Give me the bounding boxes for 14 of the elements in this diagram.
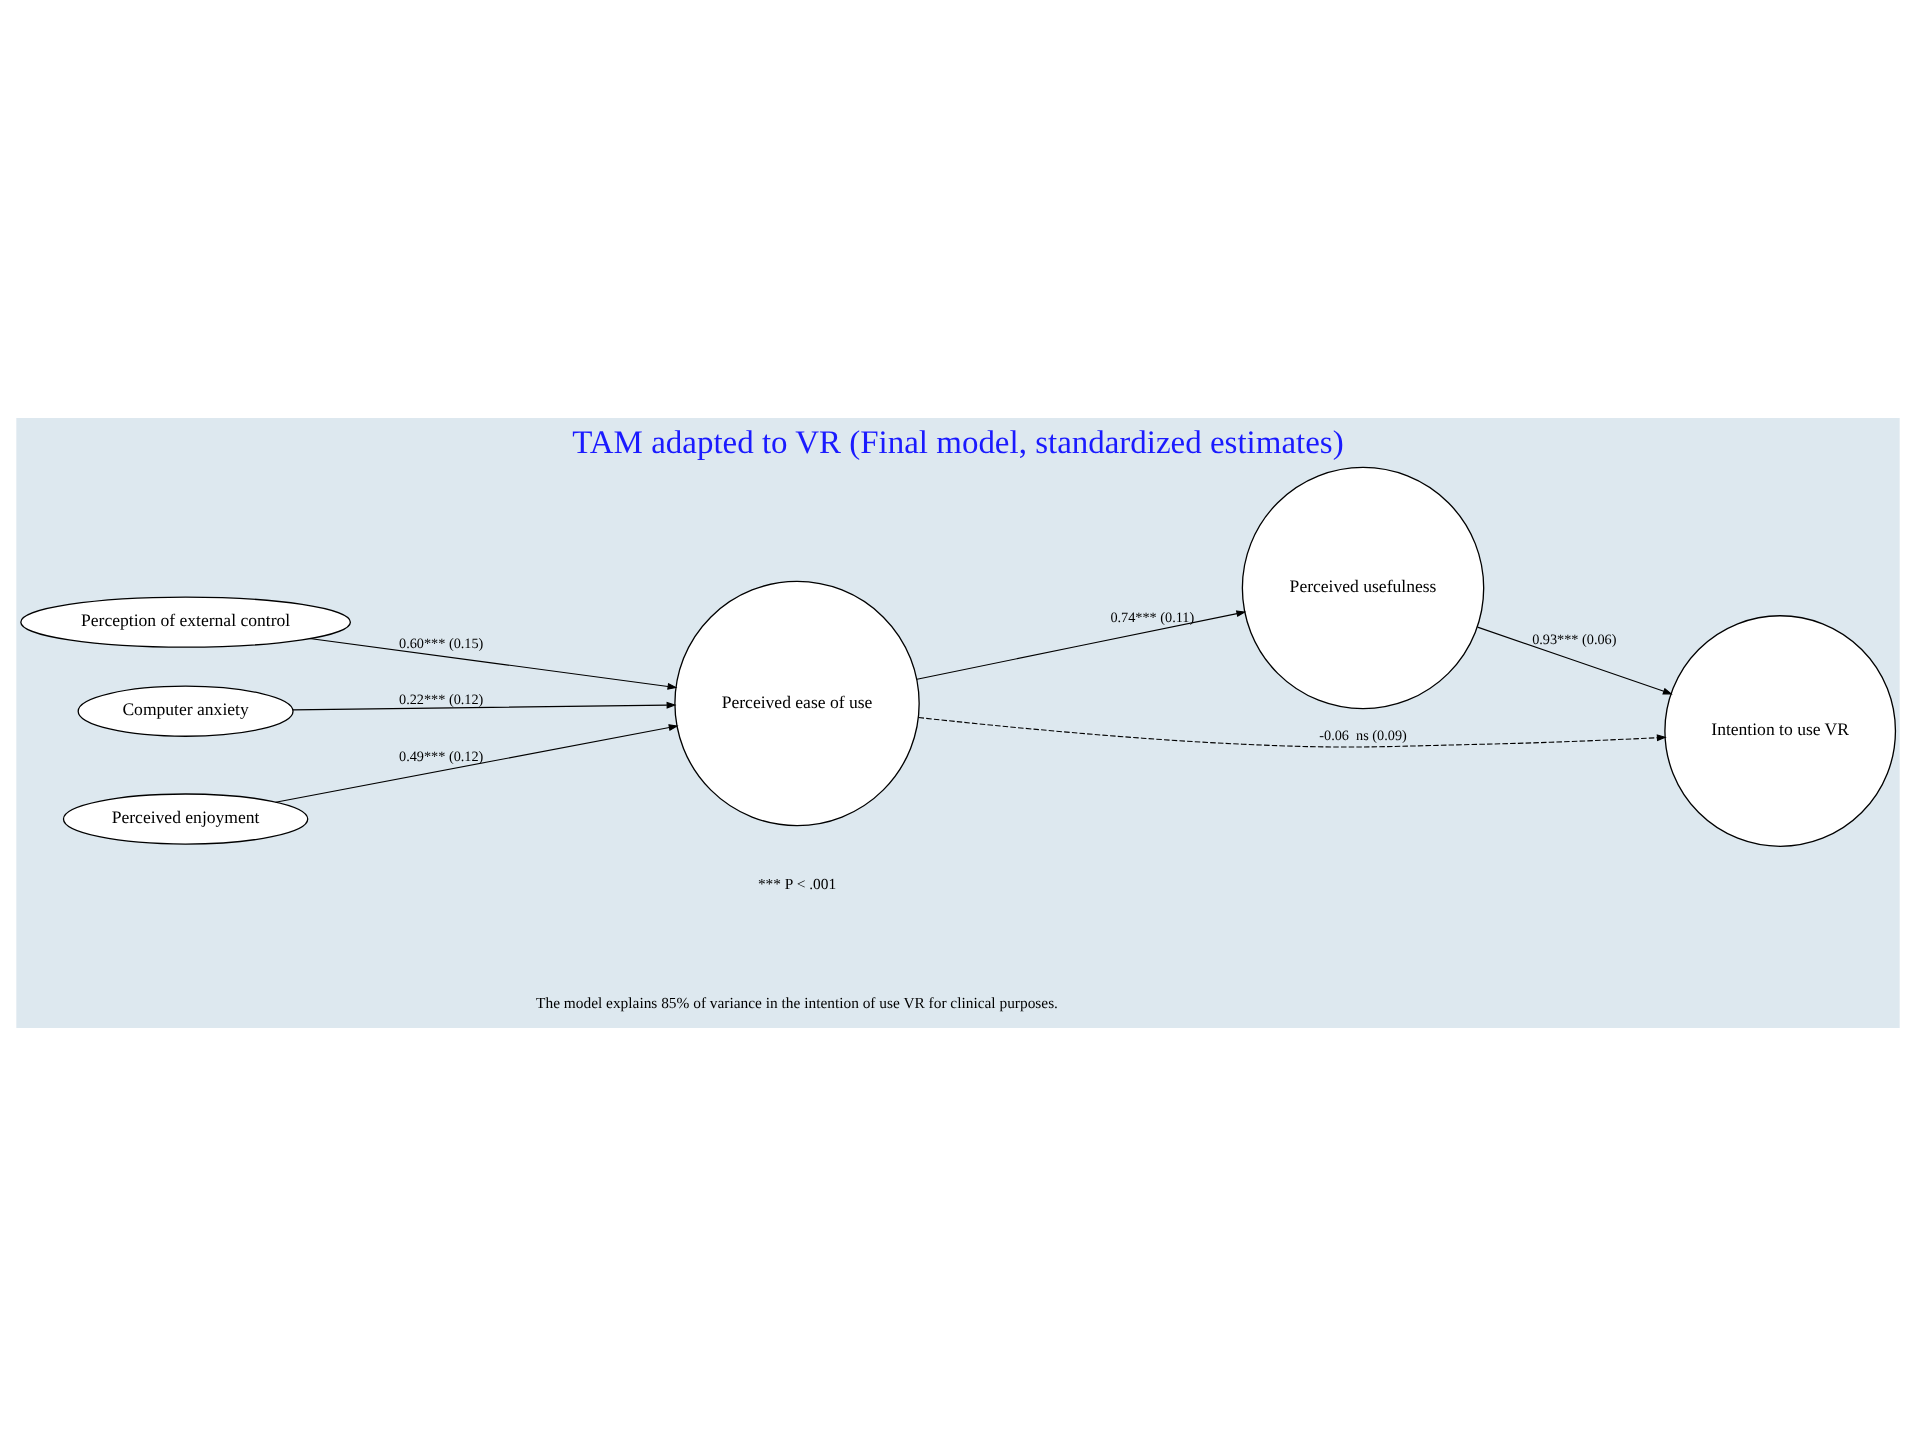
- node-circle: Perceived usefulness: [1241, 465, 1485, 709]
- arrow: [918, 716, 1667, 747]
- label: The model explains 85% of variance in the intention of use VR for clinical purposes.: [536, 992, 1058, 1011]
- node-ellipse: Perception of external control: [20, 595, 352, 647]
- label: *** P < .001: [757, 874, 837, 893]
- arrow: [916, 609, 1247, 679]
- arrow: [309, 637, 678, 689]
- arrow: [292, 700, 677, 710]
- arrow: [1476, 625, 1673, 694]
- node-ellipse: Perceived enjoyment: [62, 792, 309, 844]
- node-circle: Perceived ease of use: [674, 579, 920, 826]
- arrow: [275, 723, 679, 802]
- node-ellipse: Computer anxiety: [77, 684, 294, 736]
- diagram-title: TAM adapted to VR (Final model, standardized estimates): [572, 422, 1344, 461]
